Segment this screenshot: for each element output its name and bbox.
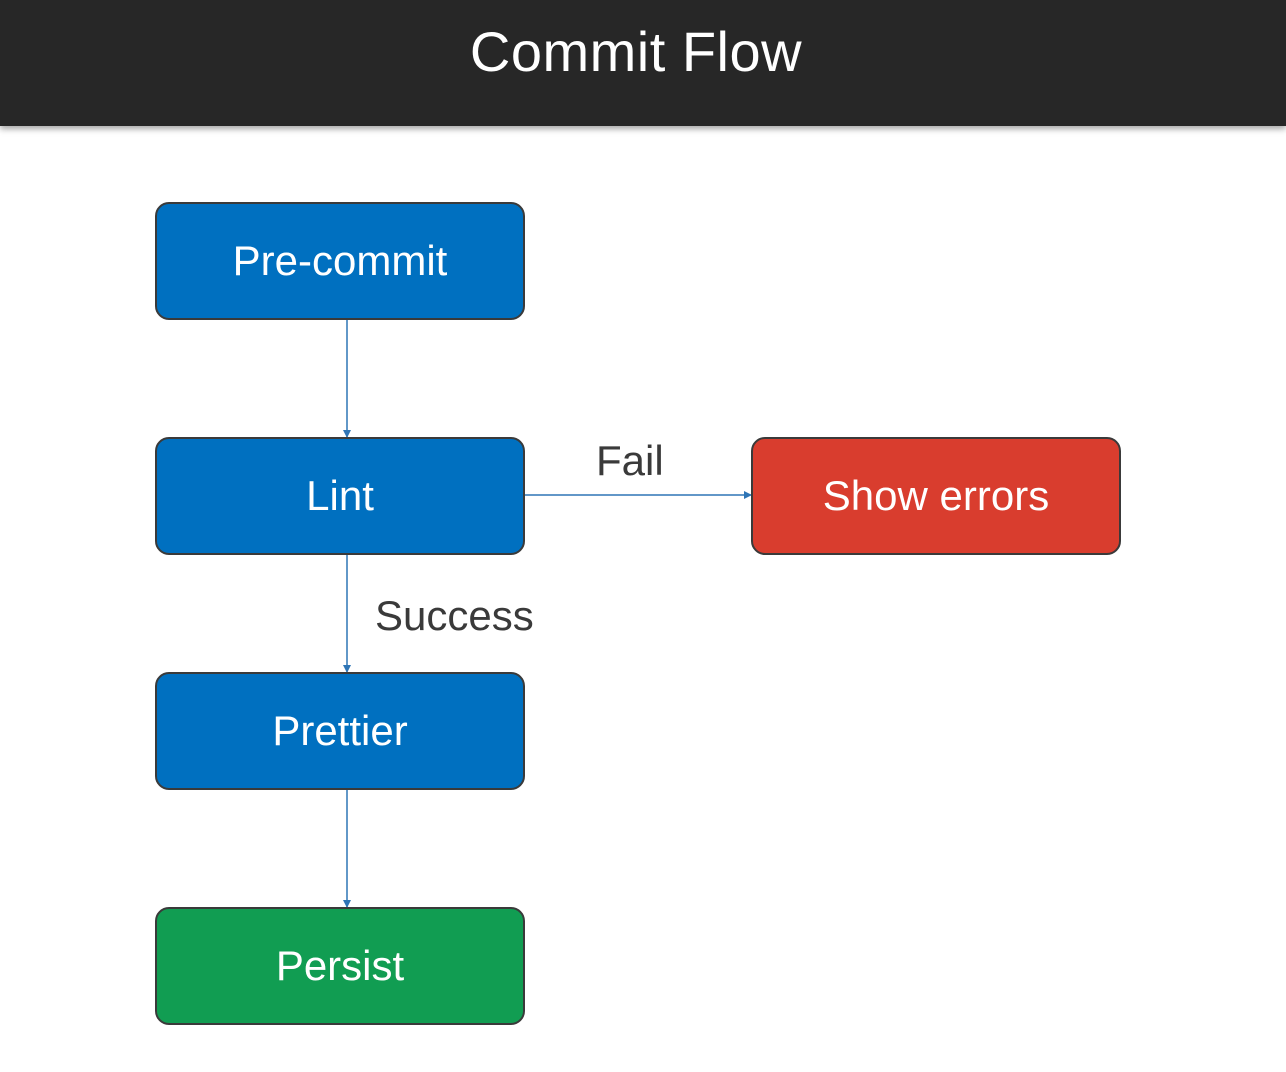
node-persist-label: Persist <box>275 942 405 989</box>
edge-label-success: Success <box>375 592 534 639</box>
node-pre-commit-label: Pre-commit <box>232 237 448 284</box>
node-show-errors: Show errors <box>751 437 1121 555</box>
node-prettier-label: Prettier <box>272 707 408 754</box>
page-title: Commit Flow <box>469 20 803 83</box>
edge-label-fail: Fail <box>596 437 664 484</box>
node-pre-commit: Pre-commit <box>155 202 525 320</box>
node-persist: Persist <box>155 907 525 1025</box>
title-bar: Commit Flow <box>0 0 1286 126</box>
node-prettier: Prettier <box>155 672 525 790</box>
node-lint: Lint <box>155 437 525 555</box>
node-lint-label: Lint <box>306 472 374 519</box>
node-show-errors-label: Show errors <box>822 472 1050 519</box>
